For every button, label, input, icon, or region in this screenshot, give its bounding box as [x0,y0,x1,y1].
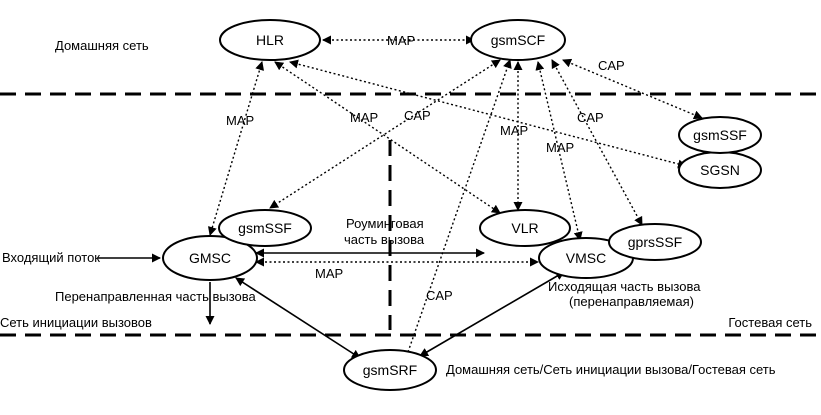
svg-text:gsmSCF: gsmSCF [491,32,545,48]
node-hlr: HLR [219,19,321,61]
svg-text:SGSN: SGSN [700,162,740,178]
link-gmsc-gsmsrf [235,277,361,359]
link-gsmsrf-gsmscf [407,59,512,353]
node-gsmsrf: gsmSRF [343,349,437,391]
label-map-scf-vmsc: MAP [546,140,574,155]
svg-text:gsmSSF: gsmSSF [693,127,747,143]
label-map-hlr-vlr: MAP [350,110,378,125]
node-gmsc: GMSC [162,235,258,281]
zone-visited-label: Гостевая сеть [728,315,812,330]
link-hlr-vlr [274,61,501,214]
label-forwarded: Перенаправленная часть вызова [55,289,257,304]
label-cap-srf-scf: CAP [426,288,453,303]
label-roaming-line2: часть вызова [344,232,425,247]
svg-text:VLR: VLR [511,220,538,236]
label-cap-scf-gmsc: CAP [404,108,431,123]
label-cap-scf-gprs: CAP [577,110,604,125]
node-gsmscf: gsmSCF [470,19,566,61]
label-outgoing-line1: Исходящая часть вызова [548,279,701,294]
node-vlr: VLR [479,209,571,247]
label-map-hlr-scf: MAP [387,33,415,48]
node-gprsssf: gprsSSF [608,223,702,261]
svg-text:gsmSSF: gsmSSF [238,220,292,236]
svg-text:VMSC: VMSC [566,250,606,266]
svg-text:GMSC: GMSC [189,250,231,266]
svg-text:gsmSRF: gsmSRF [363,362,417,378]
node-gsmssf-top: gsmSSF [678,116,762,154]
svg-text:HLR: HLR [256,32,284,48]
label-roaming-line1: Роуминговая [346,216,424,231]
svg-text:gprsSSF: gprsSSF [628,234,682,250]
link-gsmsrf-vmsc [419,271,565,357]
node-gsmssf-mid: gsmSSF [218,209,312,247]
zone-origination-label: Сеть инициации вызовов [0,315,152,330]
node-vmsc: VMSC [538,237,634,279]
label-map-gmsc-vmsc: MAP [315,266,343,281]
label-map-hlr-gmsc: MAP [226,113,254,128]
zone-home-label: Домашняя сеть [55,38,149,53]
label-outgoing-line2: (перенаправляемая) [569,294,694,309]
link-gsmscf-gmsc [269,59,501,209]
node-sgsn: SGSN [678,151,762,189]
label-cap-scf-ssf: CAP [598,58,625,73]
link-hlr-gmsc [207,61,265,236]
zone-combined-label: Домашняя сеть/Сеть инициации вызова/Гост… [446,362,776,377]
label-map-scf-vlr: MAP [500,123,528,138]
label-incoming: Входящий поток [2,250,100,265]
